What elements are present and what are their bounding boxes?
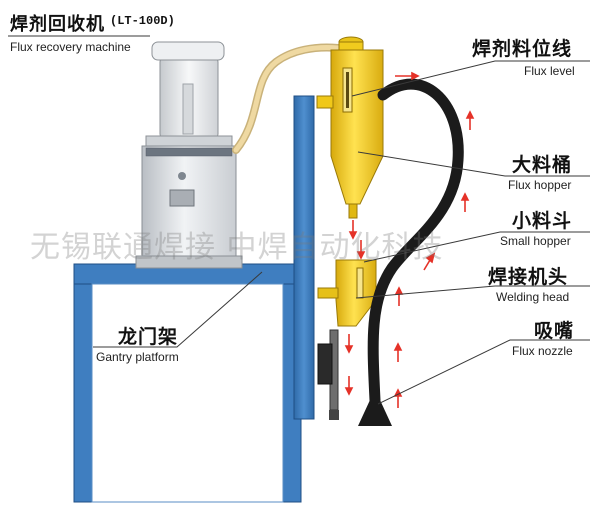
gantry-label-en: Gantry platform (96, 350, 179, 364)
recovery-machine (135, 41, 243, 269)
gantry-label-zh: 龙门架 (118, 326, 179, 348)
leader-lines (8, 35, 590, 405)
gantry-frame (73, 95, 315, 503)
title-chinese: 焊剂回收机 (10, 14, 105, 35)
small-hopper-label-en: Small hopper (500, 234, 571, 248)
small-hopper-label-zh: 小料斗 (512, 210, 573, 232)
flow-arrows (344, 71, 475, 408)
welding-head-label-en: Welding head (496, 290, 570, 304)
flux-level-label-zh: 焊剂料位线 (472, 38, 573, 60)
welding-torch (317, 329, 339, 420)
title-english: Flux recovery machine (10, 40, 131, 54)
flux-hopper-label-zh: 大料桶 (512, 154, 573, 176)
flux-nozzle-shape (358, 400, 392, 426)
flux-nozzle-label-en: Flux nozzle (512, 344, 573, 358)
flux-hopper-label-en: Flux hopper (508, 178, 572, 192)
flux-hopper (316, 36, 384, 219)
welding-head-label-zh: 焊接机头 (488, 266, 569, 288)
suction-hose (367, 78, 464, 406)
watermark-text: 无锡联通焊接 中焊自动化科技 (30, 230, 444, 265)
flux-level-label-en: Flux level (524, 64, 575, 78)
title-model: (LT-100D) (110, 14, 175, 28)
small-hopper (317, 259, 377, 327)
flux-nozzle-label-zh: 吸嘴 (534, 320, 575, 342)
